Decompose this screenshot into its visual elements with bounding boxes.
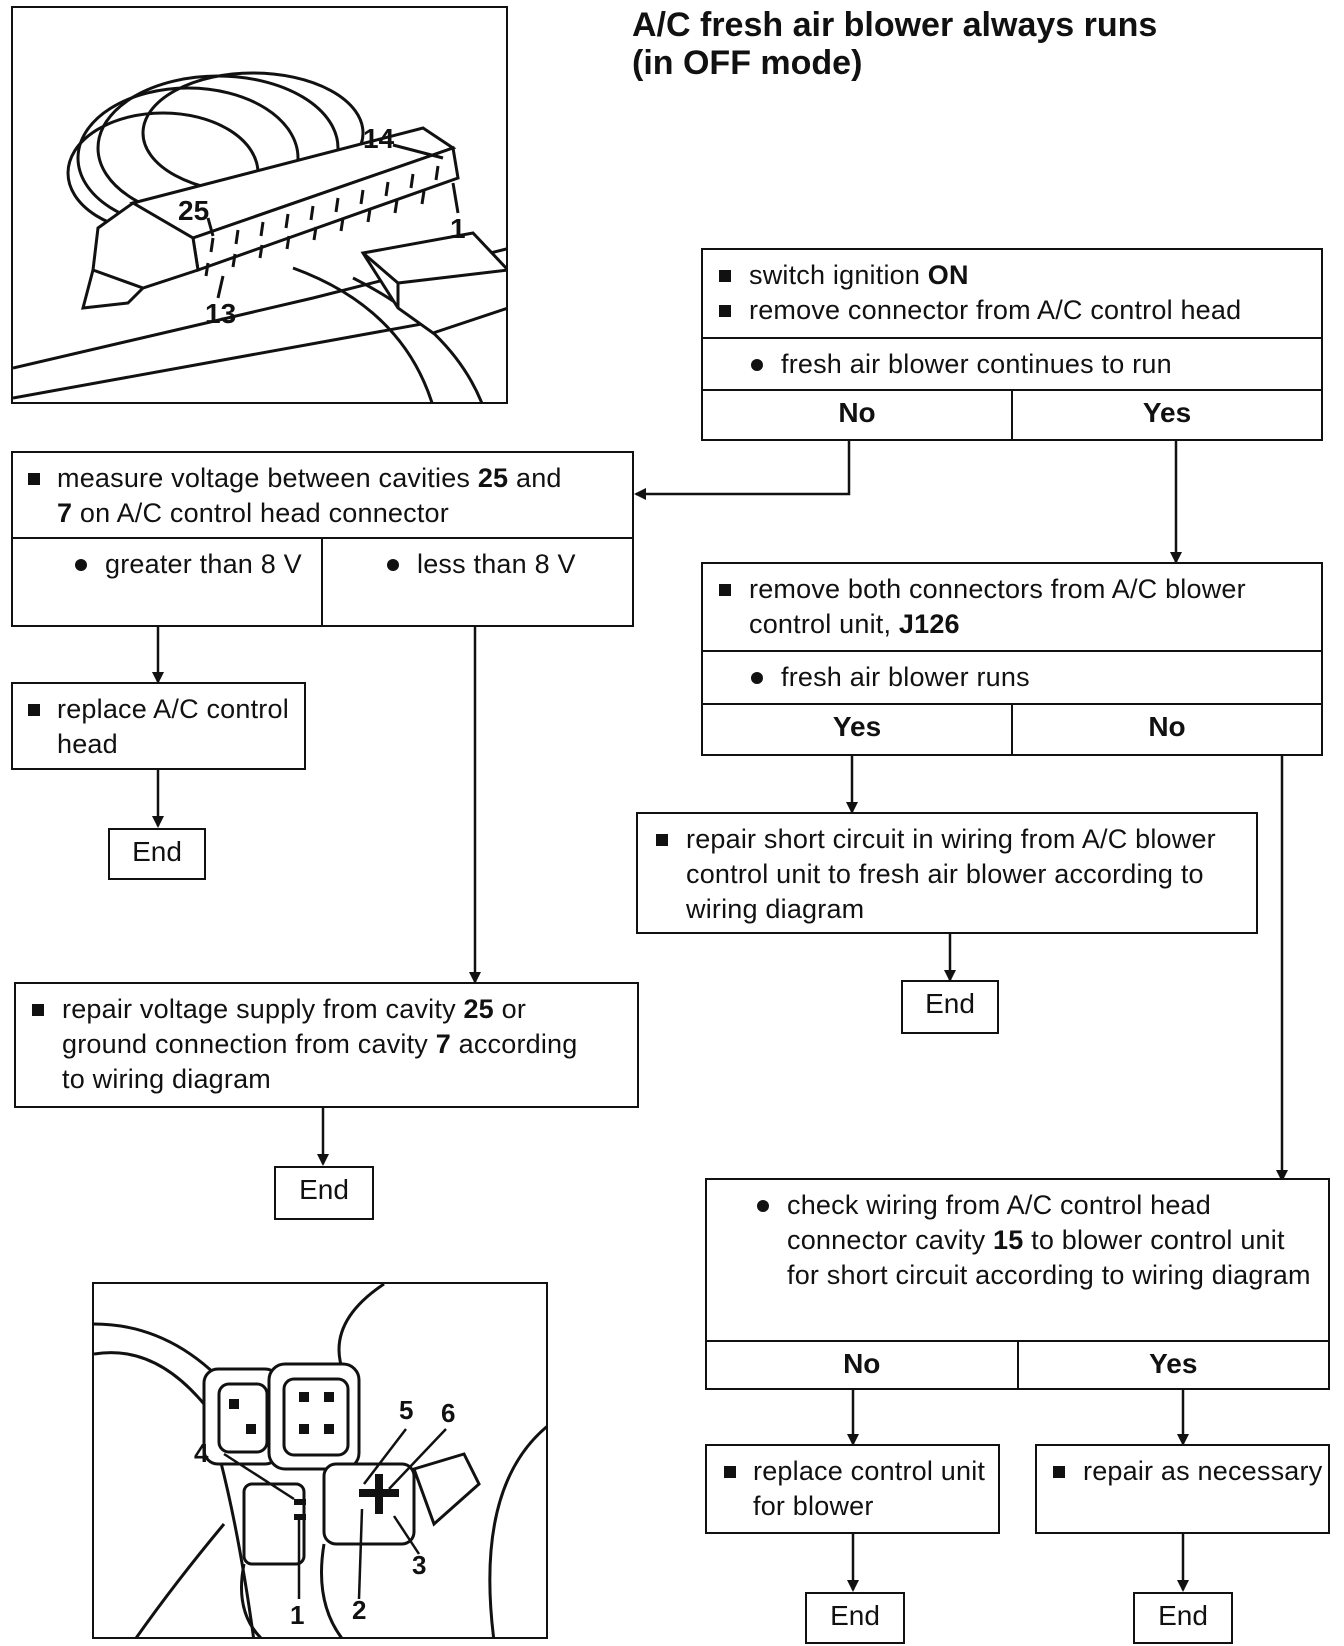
pin-label-3: 3: [412, 1550, 426, 1580]
title-line-2: (in OFF mode): [632, 44, 863, 82]
check-wiring-outcomes: No Yes: [707, 1342, 1328, 1388]
end-box-repair-supply: End: [274, 1166, 374, 1220]
step1-action-1: switch ignition ON: [703, 258, 1321, 293]
check-wiring-box: check wiring from A/C control head conne…: [705, 1178, 1330, 1390]
step3-outcomes: Yes No: [703, 705, 1321, 754]
blower-connectors-drawing: 5 6 4 3 1 2: [94, 1284, 546, 1637]
end-box-replace-head: End: [108, 828, 206, 880]
blower-connectors-illustration: 5 6 4 3 1 2: [92, 1282, 548, 1639]
pin-label-14: 14: [363, 123, 395, 154]
check-wiring-no: No: [707, 1342, 1019, 1388]
pin-label-25: 25: [178, 195, 209, 226]
step2-conditions: greater than 8 V less than 8 V: [13, 539, 632, 627]
repair-as-necessary-box: repair as necessary: [1035, 1444, 1330, 1534]
step3-condition: fresh air blower runs: [703, 652, 1321, 705]
connector-drawing: 14 25 1 13: [13, 71, 506, 402]
check-wiring-action: check wiring from A/C control head conne…: [707, 1180, 1328, 1342]
step2-cond-less: less than 8 V: [323, 539, 632, 627]
step3-no: No: [1148, 711, 1186, 742]
pin-label-13: 13: [205, 298, 236, 329]
end-box-repair-short: End: [901, 980, 999, 1034]
step2-cond-greater: greater than 8 V: [13, 539, 323, 627]
end-box-repair-nec: End: [1133, 1592, 1233, 1644]
step1-no: No: [703, 391, 1013, 440]
pin-label-5: 5: [399, 1395, 413, 1425]
step3-box: remove both connectors from A/C blower c…: [701, 562, 1323, 756]
pin-label-1: 1: [450, 213, 466, 244]
page-title: A/C fresh air blower always runs (in OFF…: [632, 6, 1157, 82]
check-wiring-yes: Yes: [1149, 1348, 1198, 1379]
repair-short-circuit-box: repair short circuit in wiring from A/C …: [636, 812, 1258, 934]
replace-control-head-box: replace A/C control head: [11, 682, 306, 770]
step1-action-2: remove connector from A/C control head: [703, 293, 1321, 328]
pin-label-2: 2: [352, 1595, 366, 1625]
end-box-replace-unit: End: [805, 1592, 905, 1644]
step1-box: switch ignition ON remove connector from…: [701, 248, 1323, 441]
step1-condition: fresh air blower continues to run: [703, 339, 1321, 391]
pin-label-4: 4: [194, 1438, 209, 1468]
arrow-step1-no: [634, 440, 851, 500]
step3-action: remove both connectors from A/C blower c…: [703, 564, 1321, 652]
step1-outcomes: No Yes: [703, 391, 1321, 440]
step1-yes: Yes: [1142, 397, 1192, 428]
step1-actions: switch ignition ON remove connector from…: [703, 250, 1321, 339]
title-line-1: A/C fresh air blower always runs: [632, 6, 1158, 44]
connector-illustration: 14 25 1 13: [11, 6, 508, 404]
repair-voltage-supply-box: repair voltage supply from cavity 25 or …: [14, 982, 639, 1108]
step3-yes: Yes: [703, 705, 1013, 754]
pin-label-1b: 1: [290, 1600, 304, 1630]
pin-label-6: 6: [441, 1398, 455, 1428]
replace-control-unit-box: replace control unit for blower: [705, 1444, 1000, 1534]
